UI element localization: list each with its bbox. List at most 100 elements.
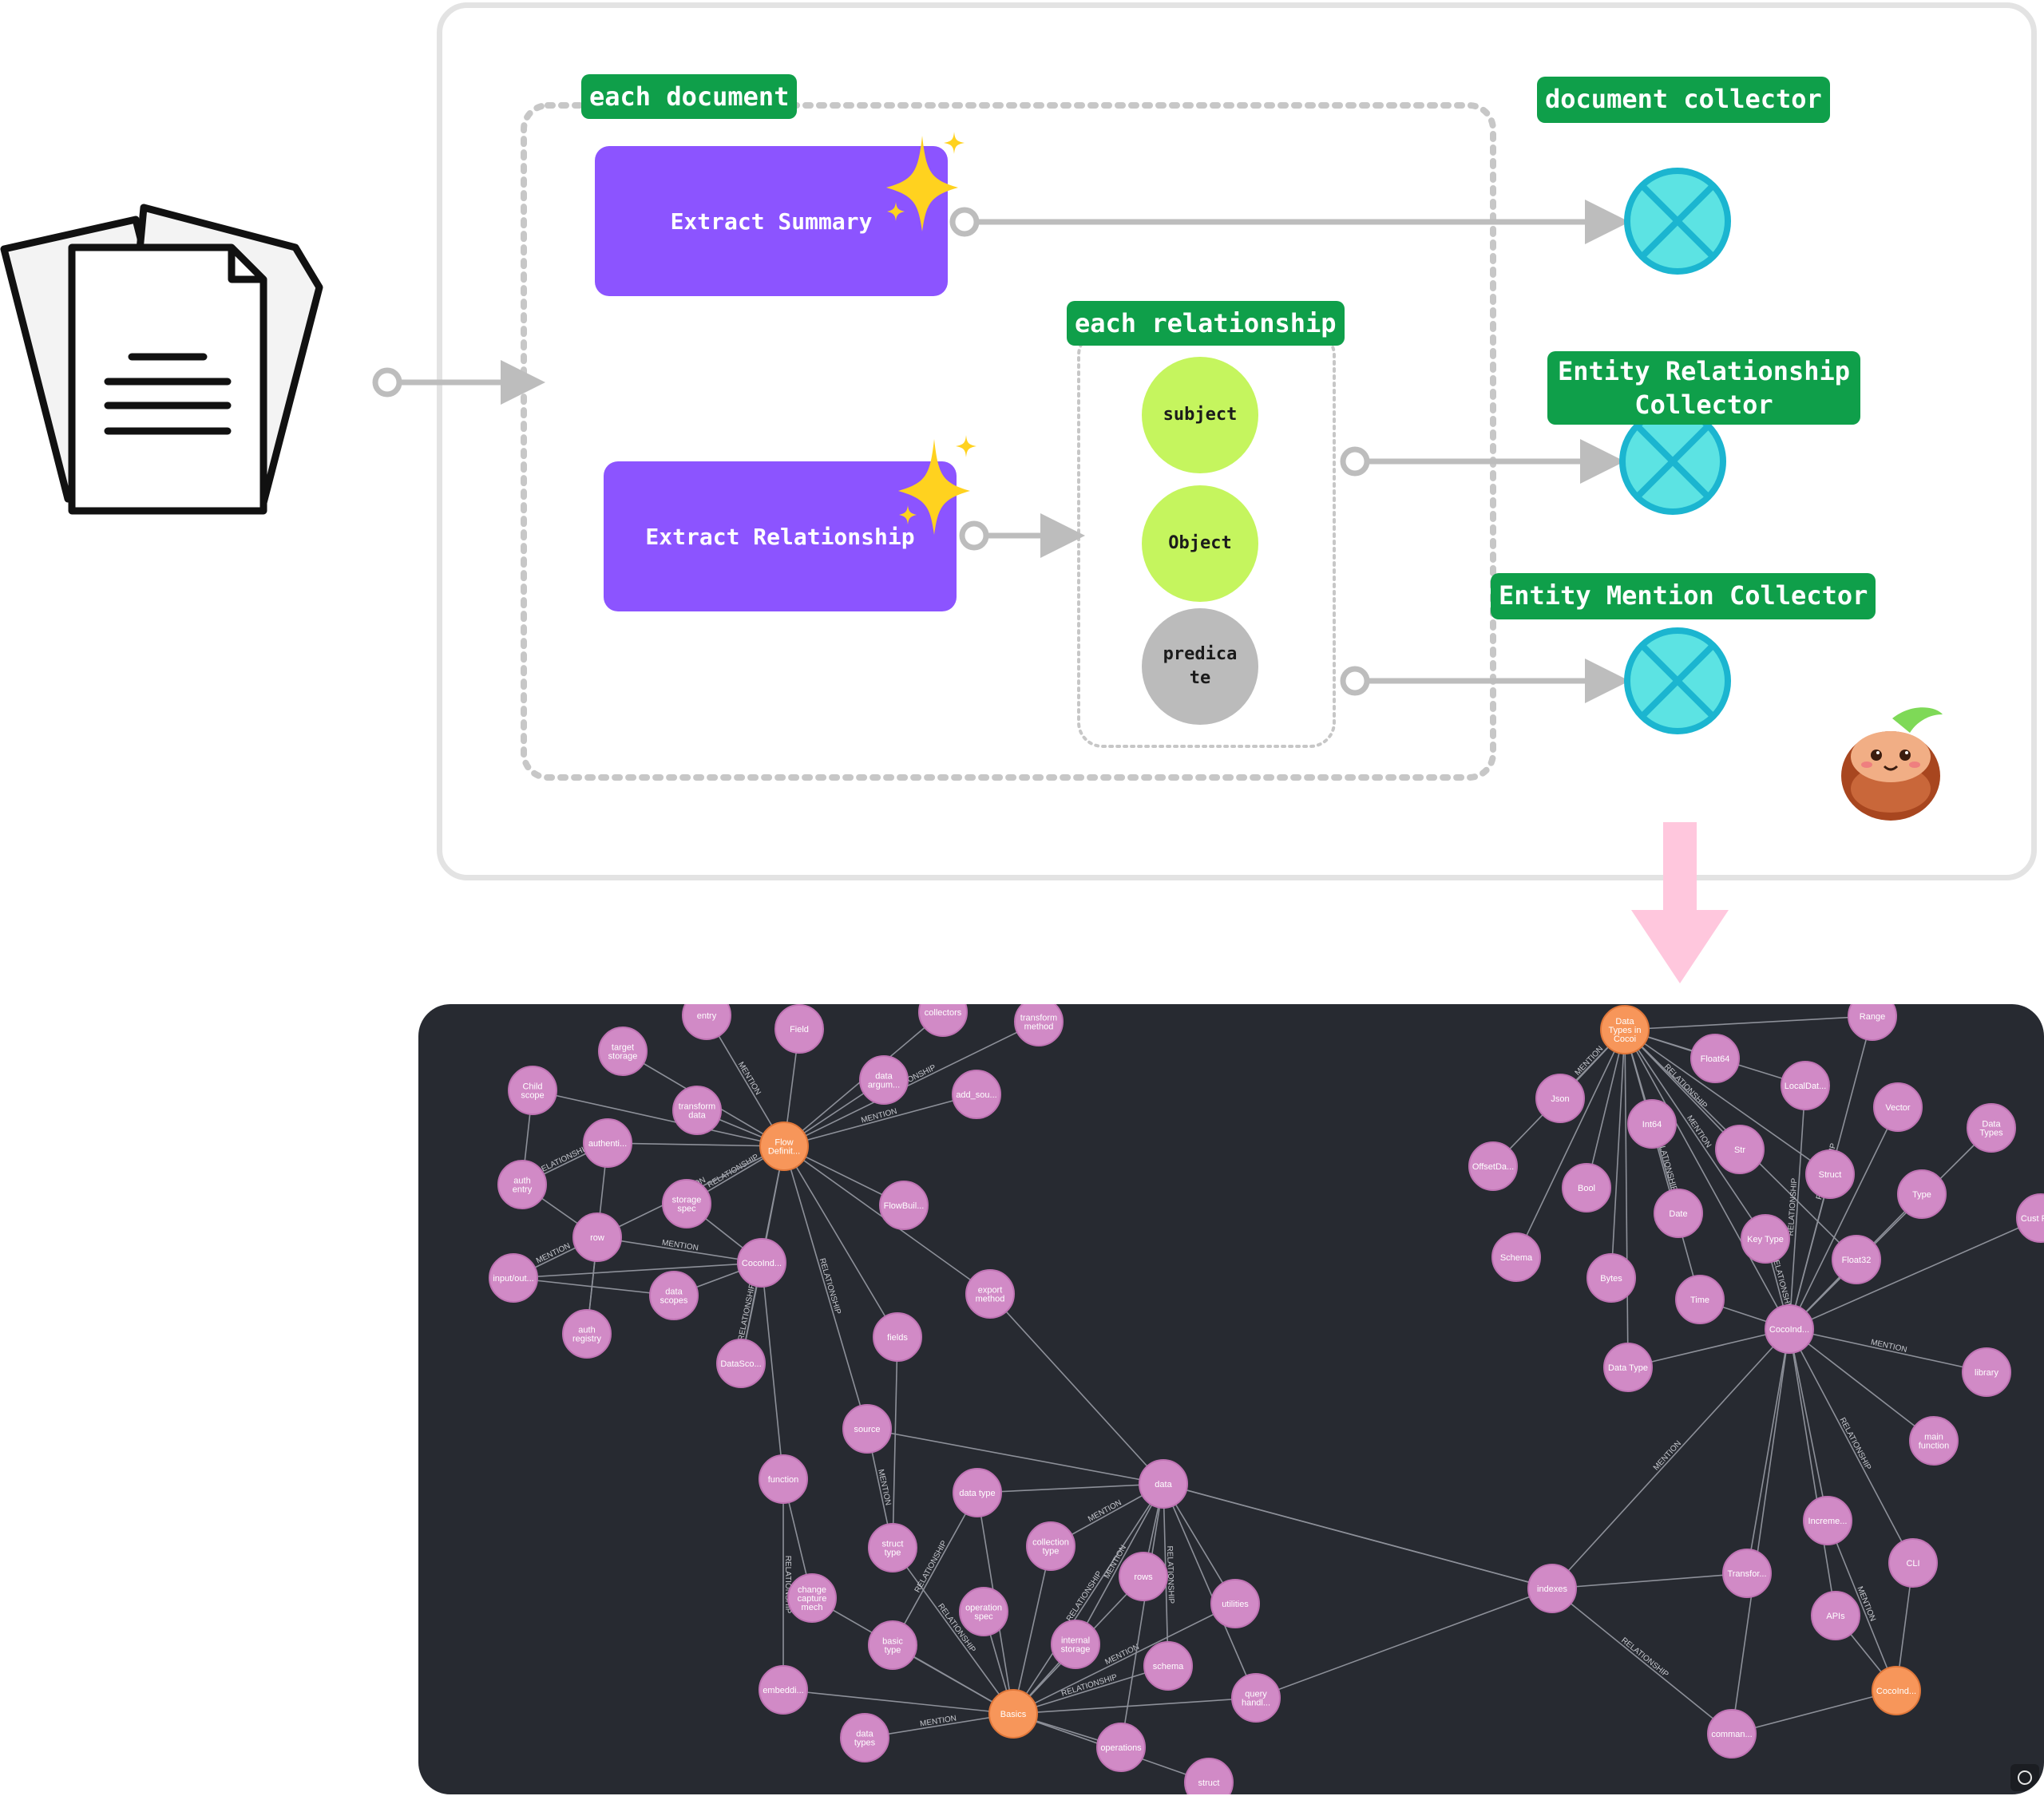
entity-node-circle[interactable] <box>1967 1103 2016 1153</box>
entity-node-circle[interactable] <box>953 1468 1002 1517</box>
entity-node-int64[interactable]: Int64 <box>1627 1099 1677 1149</box>
entity-node-source[interactable]: source <box>842 1404 892 1454</box>
entity-node-bool[interactable]: Bool <box>1562 1163 1611 1212</box>
entity-node-cocoind-b[interactable]: CocoInd... <box>1765 1304 1814 1354</box>
entity-node-circle[interactable] <box>759 1454 808 1504</box>
entity-node-circle[interactable] <box>572 1212 622 1262</box>
entity-node-circle[interactable] <box>1562 1163 1611 1212</box>
entity-node-datasco[interactable]: DataSco... <box>716 1339 766 1388</box>
entity-node-circle[interactable] <box>2016 1193 2044 1243</box>
entity-node-circle[interactable] <box>1741 1214 1790 1264</box>
entity-node-struct[interactable]: struct <box>1184 1758 1234 1794</box>
entity-node-circle[interactable] <box>873 1312 922 1362</box>
zoom-icon[interactable] <box>2010 1764 2039 1791</box>
entity-node-circle[interactable] <box>598 1027 648 1076</box>
entity-node-increme[interactable]: Increme... <box>1803 1496 1852 1545</box>
entity-node-circle[interactable] <box>1119 1552 1168 1601</box>
entity-node-circle[interactable] <box>682 1004 731 1040</box>
entity-node-circle[interactable] <box>1096 1723 1146 1772</box>
entity-node-apis[interactable]: APIs <box>1811 1591 1860 1640</box>
entity-node-circle[interactable] <box>859 1055 909 1105</box>
entity-node-cli[interactable]: CLI <box>1888 1538 1938 1588</box>
entity-node-circle[interactable] <box>1873 1082 1923 1132</box>
entity-node-data-argum[interactable]: dataargum... <box>859 1055 909 1105</box>
entity-node-operations[interactable]: operations <box>1096 1723 1146 1772</box>
hub-node-flow-def[interactable]: FlowDefinit... <box>759 1122 809 1171</box>
entity-node-collectors[interactable]: collectors <box>918 1004 968 1037</box>
entity-node-circle[interactable] <box>952 1070 1001 1119</box>
entity-node-circle[interactable] <box>842 1404 892 1454</box>
entity-node-circle[interactable] <box>918 1004 968 1037</box>
entity-node-circle[interactable] <box>965 1269 1015 1319</box>
entity-node-circle[interactable] <box>1715 1125 1765 1174</box>
entity-node-circle[interactable] <box>583 1118 632 1168</box>
entity-node-circle[interactable] <box>1803 1496 1852 1545</box>
entity-node-entry[interactable]: entry <box>682 1004 731 1040</box>
entity-node-key-type[interactable]: Key Type <box>1741 1214 1790 1264</box>
entity-node-flowbuil[interactable]: FlowBuil... <box>879 1181 929 1230</box>
entity-node-cocoind-a[interactable]: CocoInd... <box>737 1238 786 1288</box>
entity-node-circle[interactable] <box>1527 1564 1577 1613</box>
entity-node-circle[interactable] <box>1026 1521 1075 1571</box>
entity-node-row[interactable]: row <box>572 1212 622 1262</box>
entity-node-input-out[interactable]: input/out... <box>489 1253 538 1303</box>
entity-node-str[interactable]: Str <box>1715 1125 1765 1174</box>
entity-node-library[interactable]: library <box>1962 1347 2011 1397</box>
entity-node-comman[interactable]: comman... <box>1707 1709 1757 1758</box>
entity-node-cust-func[interactable]: Cust Func <box>2016 1193 2044 1243</box>
hub-node-circle[interactable] <box>988 1689 1038 1739</box>
entity-node-circle[interactable] <box>1811 1591 1860 1640</box>
entity-node-circle[interactable] <box>1707 1709 1757 1758</box>
entity-node-circle[interactable] <box>1603 1343 1653 1392</box>
entity-node-circle[interactable] <box>1184 1758 1234 1794</box>
entity-node-circle[interactable] <box>1805 1149 1855 1199</box>
entity-node-circle[interactable] <box>1231 1673 1281 1723</box>
entity-node-circle[interactable] <box>1491 1232 1541 1282</box>
entity-node-field[interactable]: Field <box>774 1004 824 1054</box>
entity-node-circle[interactable] <box>1535 1074 1585 1123</box>
entity-node-date[interactable]: Date <box>1654 1189 1703 1238</box>
entity-node-circle[interactable] <box>508 1066 557 1115</box>
entity-node-circle[interactable] <box>840 1713 889 1762</box>
entity-node-circle[interactable] <box>1143 1641 1193 1691</box>
hub-node-circle[interactable] <box>759 1122 809 1171</box>
entity-node-circle[interactable] <box>1210 1579 1260 1628</box>
entity-node-embeddi[interactable]: embeddi... <box>759 1665 808 1715</box>
entity-node-circle[interactable] <box>1675 1275 1725 1324</box>
entity-node-circle[interactable] <box>1139 1459 1188 1509</box>
hub-node-circle[interactable] <box>1872 1666 1921 1715</box>
entity-node-query-handl[interactable]: queryhandl... <box>1231 1673 1281 1723</box>
hub-node-basics[interactable]: Basics <box>988 1689 1038 1739</box>
entity-node-rows[interactable]: rows <box>1119 1552 1168 1601</box>
entity-node-circle[interactable] <box>1627 1099 1677 1149</box>
entity-node-circle[interactable] <box>759 1665 808 1715</box>
entity-node-circle[interactable] <box>1962 1347 2011 1397</box>
entity-node-type[interactable]: Type <box>1897 1169 1947 1219</box>
entity-node-circle[interactable] <box>879 1181 929 1230</box>
entity-node-circle[interactable] <box>1765 1304 1814 1354</box>
hub-node-circle[interactable] <box>1600 1005 1650 1054</box>
entity-node-circle[interactable] <box>1654 1189 1703 1238</box>
entity-node-schema-cap[interactable]: Schema <box>1491 1232 1541 1282</box>
entity-node-schema[interactable]: schema <box>1143 1641 1193 1691</box>
entity-node-circle[interactable] <box>1897 1169 1947 1219</box>
entity-node-circle[interactable] <box>787 1573 837 1623</box>
entity-node-transfor[interactable]: Transfor... <box>1722 1549 1772 1598</box>
entity-node-utilities[interactable]: utilities <box>1210 1579 1260 1628</box>
entity-node-circle[interactable] <box>1014 1004 1064 1046</box>
entity-node-authenti[interactable]: authenti... <box>583 1118 632 1168</box>
